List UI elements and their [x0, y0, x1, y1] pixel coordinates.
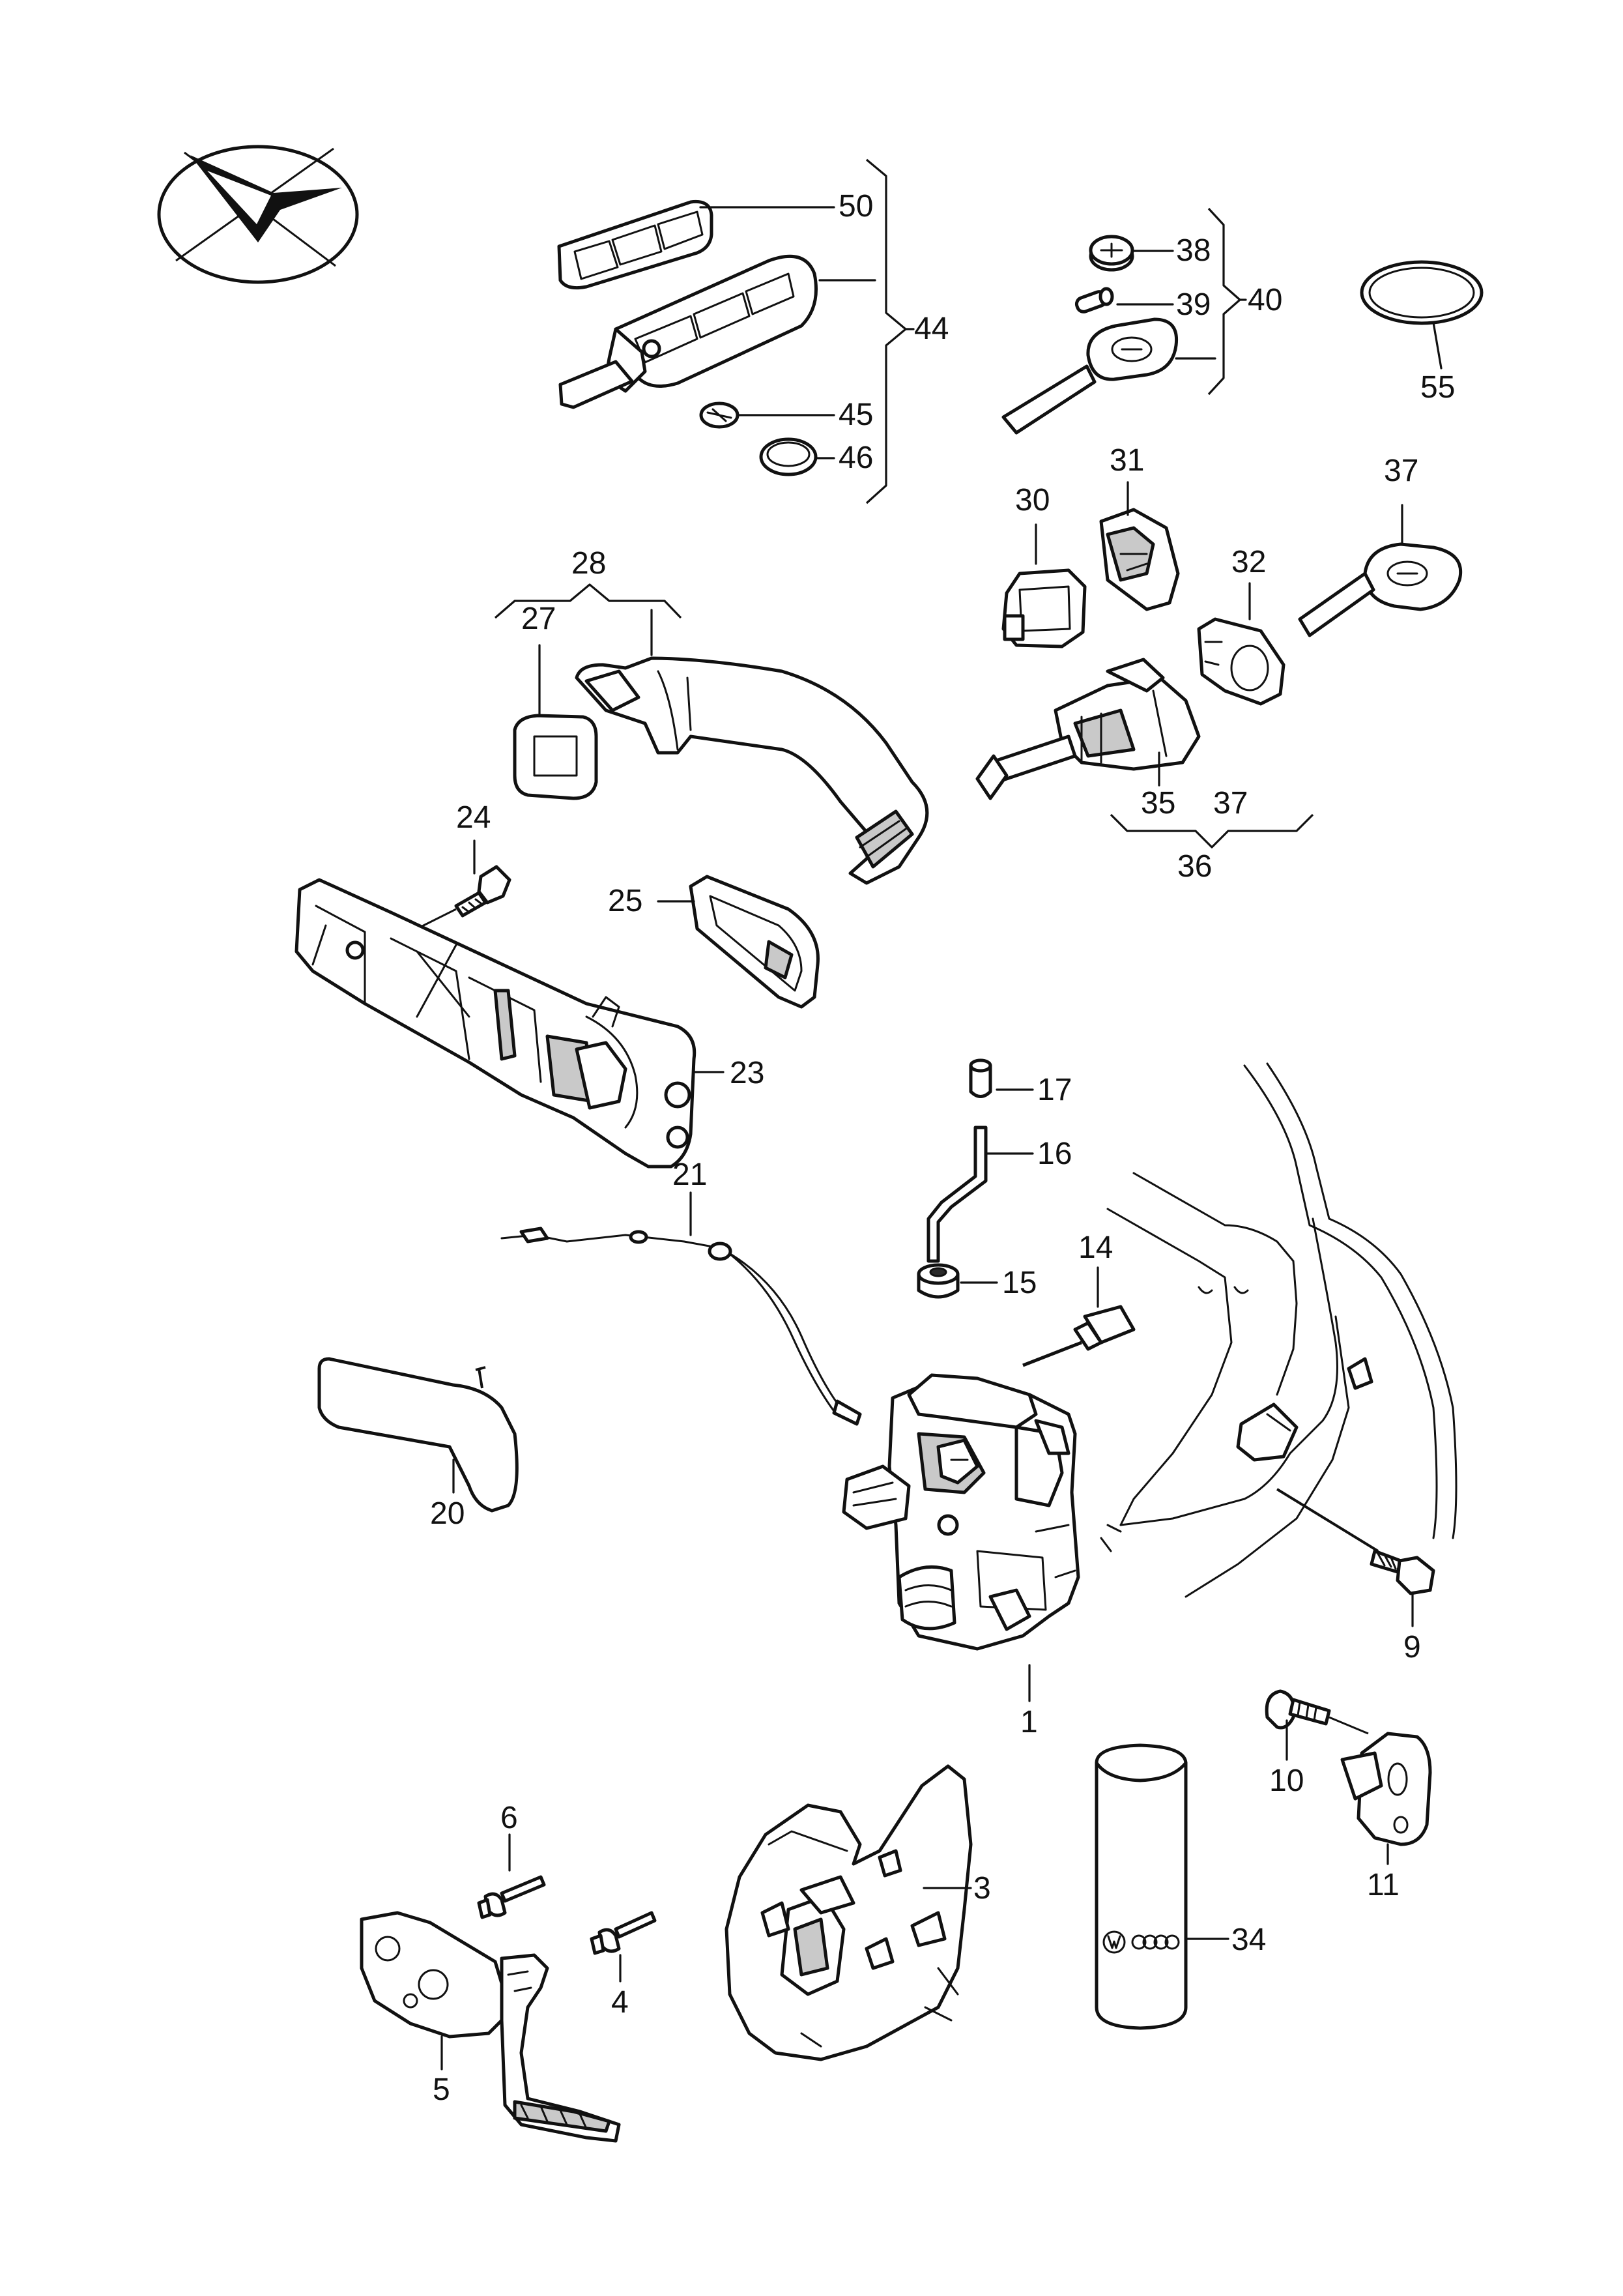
transponder-chip	[1089, 235, 1134, 272]
battery-pin	[1074, 287, 1114, 313]
handle-seal-small	[513, 714, 598, 800]
lock-pin	[1022, 1305, 1136, 1367]
callout-14: 14	[1078, 1230, 1113, 1265]
door-lock	[842, 1373, 1080, 1651]
door-handle	[575, 656, 929, 885]
lock-bracket	[725, 1764, 973, 2061]
remote-key-housing	[557, 199, 818, 409]
grommet	[917, 1263, 960, 1299]
lock-bolt	[1276, 1488, 1435, 1595]
callout-25: 25	[608, 884, 642, 918]
striker-screw	[1265, 1689, 1369, 1735]
striker-plate	[1340, 1732, 1432, 1846]
screw	[416, 865, 511, 930]
callout-55: 55	[1420, 370, 1455, 405]
battery-cell	[759, 437, 818, 476]
callout-32: 32	[1231, 545, 1266, 579]
callout-38: 38	[1176, 233, 1211, 268]
callout-27: 27	[521, 602, 556, 636]
key-blade	[1298, 542, 1463, 637]
callout-46: 46	[839, 441, 873, 475]
callout-15: 15	[1002, 1266, 1037, 1300]
callout-4: 4	[611, 1985, 629, 2020]
callout-3: 3	[973, 1871, 991, 1906]
handle-trim	[317, 1357, 519, 1513]
o-ring	[1360, 260, 1484, 325]
callout-45: 45	[839, 398, 873, 432]
cylinder-cap	[1001, 568, 1087, 648]
callout-37: 37	[1213, 786, 1248, 821]
callout-16: 16	[1037, 1137, 1072, 1171]
callout-24: 24	[456, 800, 491, 835]
door-frame	[1100, 1062, 1458, 1598]
cylinder-gasket	[1197, 617, 1285, 706]
mounting-bracket	[360, 1911, 621, 2143]
callout-10: 10	[1269, 1764, 1304, 1798]
lock-cylinder	[975, 658, 1201, 800]
callout-30: 30	[1015, 483, 1050, 517]
callout-40: 40	[1248, 283, 1282, 317]
callout-28: 28	[571, 546, 606, 581]
emblem-disc	[699, 401, 740, 429]
callout-23: 23	[730, 1056, 764, 1090]
callout-17: 17	[1037, 1073, 1072, 1107]
release-cable	[500, 1227, 862, 1426]
callout-50: 50	[839, 189, 873, 224]
callout-1: 1	[1020, 1705, 1038, 1739]
key-blank	[1001, 317, 1179, 435]
callout-35: 35	[1141, 786, 1175, 821]
handle-gasket	[689, 875, 820, 1009]
callout-37: 37	[1384, 454, 1418, 488]
cylinder-cover	[1099, 508, 1180, 611]
callout-5: 5	[433, 2072, 450, 2107]
callout-36: 36	[1177, 849, 1212, 884]
vw-audi-logo-icon	[1102, 1930, 1180, 1954]
rivet	[477, 1875, 546, 1919]
callout-34: 34	[1231, 1923, 1266, 1957]
lock-rod	[926, 1126, 988, 1263]
callout-labels: 50 44 45 46 38 39 40 55 30 31 37 32 28 2…	[430, 189, 1455, 2107]
callout-21: 21	[672, 1157, 707, 1192]
callout-9: 9	[1403, 1630, 1421, 1664]
direction-arrow-icon	[157, 145, 359, 284]
callout-20: 20	[430, 1496, 465, 1531]
callout-11: 11	[1367, 1868, 1400, 1902]
callout-31: 31	[1110, 443, 1144, 478]
callout-39: 39	[1176, 287, 1211, 322]
rivet	[590, 1911, 657, 1955]
bolt-head	[969, 1058, 992, 1098]
handle-carrier	[294, 878, 697, 1169]
grease-spray-can	[1095, 1743, 1188, 2030]
callout-44: 44	[914, 312, 949, 346]
callout-6: 6	[500, 1801, 518, 1835]
